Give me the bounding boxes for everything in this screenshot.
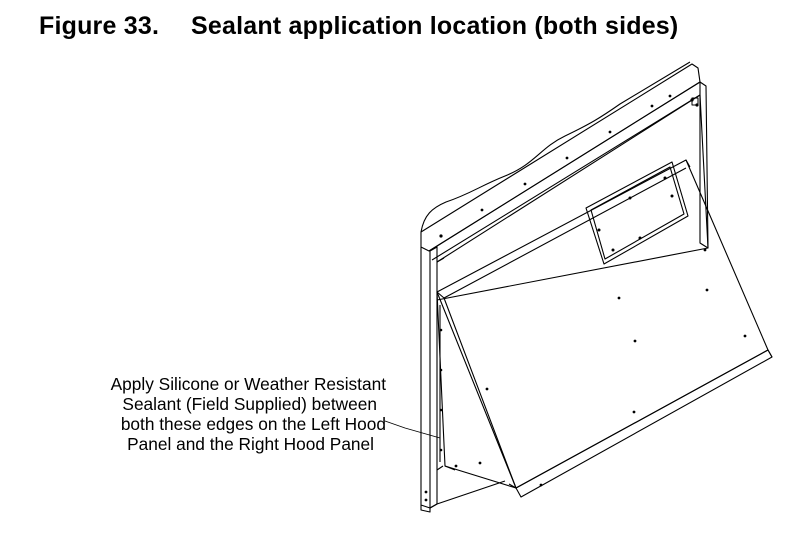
figure-number: Figure 33. [39,12,160,40]
top-flange [420,63,701,252]
sealant-callout: Apply Silicone or Weather Resistant Seal… [40,374,386,454]
break-line [420,61,691,233]
callout-line-4: Panel and the Right Hood Panel [127,434,374,454]
access-plate [585,161,689,265]
figure-title: Figure 33. Sealant application location (… [39,12,678,41]
hood-top-panel [436,159,769,489]
callout-leader-line [384,420,441,439]
hood-bottom-lip [515,349,773,498]
access-plate-inner [590,166,685,260]
callout-line-1: Apply Silicone or Weather Resistant [110,374,386,394]
fastener-dots [424,94,747,502]
base-rail [420,480,506,513]
hood-side-panel-edge [439,305,456,471]
figure-caption: Sealant application location (both sides… [191,12,679,40]
hood-top-panel-fold [443,159,691,299]
left-frame-post [420,246,438,509]
unit-label-square [691,97,699,106]
callout-line-2: Sealant (Field Supplied) between [122,394,377,414]
hood-bottom-lip-end [508,349,773,489]
callout-line-3: both these edges on the Left Hood [120,414,386,434]
top-flange-inner [428,81,701,261]
back-panel [436,94,709,301]
